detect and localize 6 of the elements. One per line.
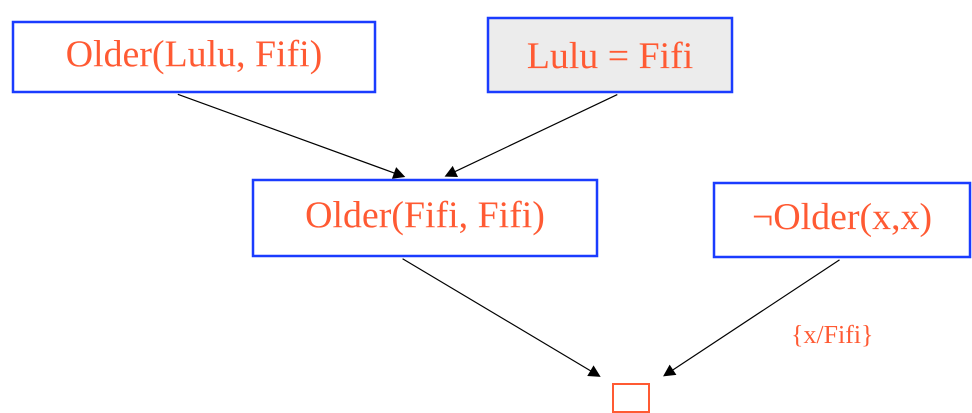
formula-box: Older(Lulu, Fifi) — [12, 20, 376, 94]
formula-box: Lulu = Fifi — [486, 16, 734, 94]
empty-clause-box — [612, 383, 650, 413]
edge-label: {x/Fifi} — [793, 324, 872, 346]
formula-box: Older(Fifi, Fifi) — [252, 178, 598, 258]
formula-box: ¬Older(x,x) — [712, 182, 972, 258]
